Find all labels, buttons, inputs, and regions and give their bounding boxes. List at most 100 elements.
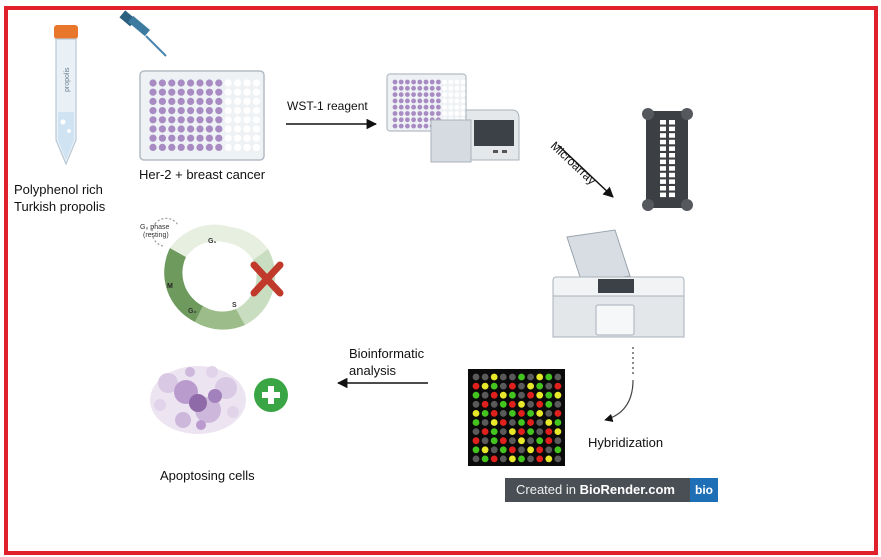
plate-well	[442, 85, 447, 91]
plate-well	[168, 116, 176, 124]
array-spot	[545, 446, 553, 454]
plate-well	[196, 116, 204, 124]
plate-well	[215, 97, 223, 105]
plate-well	[234, 134, 242, 142]
array-spot	[490, 428, 498, 435]
plate-well	[158, 97, 166, 105]
plate-well	[436, 79, 441, 85]
array-spot	[481, 382, 489, 390]
array-spot	[518, 391, 525, 399]
array-spot	[509, 428, 516, 435]
array-spot	[518, 455, 525, 463]
array-spot	[490, 391, 498, 399]
array-spot	[481, 446, 489, 454]
chip-spot	[660, 146, 666, 151]
plate-well	[187, 88, 195, 96]
array-spot	[545, 391, 553, 399]
plate-well	[448, 92, 454, 97]
plate-well	[224, 97, 232, 105]
plate-well	[234, 116, 242, 124]
array-spot	[554, 446, 562, 454]
array-spot	[499, 446, 507, 454]
plate-well	[411, 123, 416, 129]
tube-label: propolis	[64, 67, 71, 92]
plate-well	[423, 98, 429, 104]
watermark-prefix: Created in	[516, 482, 580, 497]
plate-well	[417, 98, 423, 104]
plate-well	[243, 134, 251, 142]
array-spot	[509, 419, 516, 426]
array-spot	[554, 419, 562, 426]
plate-well	[187, 107, 195, 115]
plate-well	[423, 104, 429, 110]
plate-well	[411, 104, 416, 110]
plate-well	[149, 125, 157, 133]
array-spot	[509, 391, 516, 399]
plate-well	[168, 125, 176, 133]
array-spot	[536, 437, 544, 445]
plate-well	[224, 88, 232, 96]
watermark-brand: BioRender.com	[579, 482, 675, 497]
array-spot	[509, 373, 516, 381]
array-spot	[536, 419, 544, 426]
plate-reader-icon	[386, 73, 520, 163]
plate-well	[187, 97, 195, 105]
chip-spot	[669, 126, 675, 132]
array-spot	[509, 446, 516, 454]
plate-well	[454, 104, 460, 110]
plate-well	[158, 143, 166, 151]
array-spot	[472, 419, 480, 426]
plate-well	[460, 92, 466, 97]
array-spot	[509, 410, 516, 417]
array-spot	[518, 410, 525, 417]
plate-well	[417, 92, 423, 97]
array-spot	[554, 410, 562, 417]
chip-spot	[669, 166, 675, 171]
plate-well	[398, 98, 404, 104]
apoptosis-cells-icon	[150, 366, 246, 434]
plate-well	[417, 85, 423, 91]
chip-spot	[669, 172, 675, 178]
plate-well	[243, 125, 251, 133]
array-spot	[509, 437, 516, 445]
array-spot	[472, 437, 480, 445]
plate-well	[417, 111, 423, 116]
plate-well	[436, 111, 441, 116]
plate-well	[205, 125, 213, 133]
cross-icon	[250, 261, 284, 297]
chip-spot	[660, 133, 666, 138]
array-spot	[490, 446, 498, 454]
plate-well	[205, 79, 213, 87]
array-spot	[481, 455, 489, 463]
array-spot	[527, 400, 534, 408]
phase-m: M	[167, 283, 173, 290]
plate-well	[405, 85, 410, 91]
plate-well	[392, 85, 398, 91]
pipette-icon	[119, 10, 167, 57]
chip-spot	[660, 120, 666, 125]
biorender-logo: bio	[690, 478, 718, 502]
plate-well	[205, 107, 213, 115]
microarray-chip-icon	[642, 108, 693, 211]
array-spot	[499, 373, 507, 381]
chip-spot	[660, 192, 666, 198]
plate-well	[448, 98, 454, 104]
array-spot	[499, 428, 507, 435]
plate-well	[187, 116, 195, 124]
array-spot	[472, 410, 480, 417]
falcon-tube-icon: propolis	[54, 25, 78, 166]
plate-well	[252, 143, 260, 151]
plate-well	[460, 111, 466, 116]
plate-well	[442, 111, 447, 116]
plate-well	[158, 107, 166, 115]
plate-well	[149, 134, 157, 142]
plate-well	[224, 143, 232, 151]
array-spot	[518, 419, 525, 426]
array-spot	[481, 410, 489, 417]
plate-well	[398, 104, 404, 110]
array-spot	[554, 373, 562, 381]
plate-well	[187, 79, 195, 87]
plate-well	[243, 79, 251, 87]
chip-spot	[669, 192, 675, 198]
plate-well	[158, 116, 166, 124]
